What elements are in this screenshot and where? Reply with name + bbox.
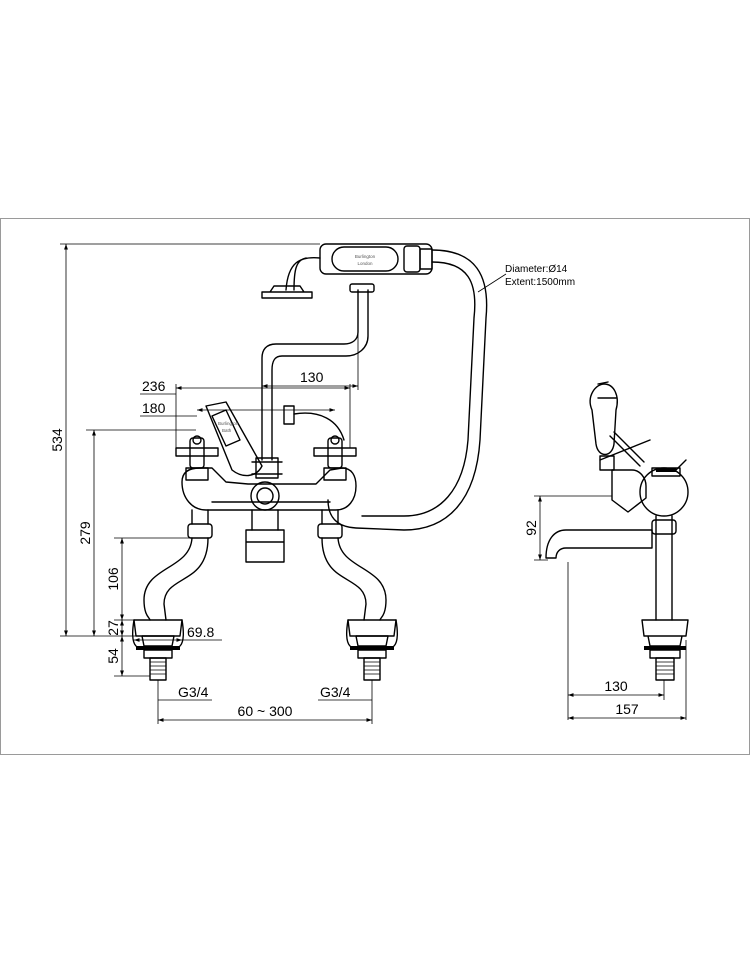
shower-handset: Burlington London [319, 243, 433, 275]
thread-right-label: G3/4 [320, 684, 351, 700]
right-union [317, 523, 343, 539]
thread-left-label: G3/4 [178, 684, 209, 700]
dim-279: 279 [77, 521, 93, 545]
shower-hose-inner [361, 261, 476, 517]
side-body [611, 469, 647, 513]
hose-note: Diameter:Ø14 Extent:1500mm [477, 264, 575, 293]
cradle-clip [349, 283, 375, 293]
side-column [655, 515, 673, 621]
dim-534: 534 [49, 428, 65, 452]
left-crosshead-handle[interactable] [175, 435, 219, 481]
dim-106: 106 [105, 567, 121, 591]
side-crosshead[interactable] [599, 431, 651, 467]
dim-27: 27 [105, 620, 121, 636]
side-lever[interactable] [589, 383, 618, 456]
handset-brand-text: Burlington [355, 254, 376, 259]
hose-outlet [283, 405, 295, 425]
dim-92: 92 [523, 520, 539, 536]
dim-236: 236 [142, 378, 166, 394]
diverter-lever[interactable]: Burlington Bath [205, 401, 263, 477]
dim-130-side: 130 [604, 678, 628, 694]
hose-extent-text: Extent:1500mm [505, 277, 575, 288]
side-spout [545, 529, 653, 559]
handset-support-post [261, 289, 359, 461]
left-union [187, 523, 213, 539]
dim-69-8: 69.8 [187, 624, 214, 640]
right-crosshead-handle[interactable] [313, 435, 357, 481]
left-leg [143, 537, 209, 621]
lever-label-top: Burlington [218, 421, 239, 426]
dim-54: 54 [105, 648, 121, 664]
dim-130-front: 130 [300, 369, 324, 385]
front-view: Burlington London Burlington Bath [49, 243, 488, 724]
right-leg [321, 537, 387, 621]
shower-head [261, 285, 313, 299]
hose-diameter-text: Diameter:Ø14 [505, 264, 568, 275]
diverter-riser [255, 457, 279, 479]
side-view: 92 130 157 [523, 381, 689, 720]
handset-sub-text: London [357, 261, 373, 266]
left-base [131, 619, 185, 681]
dim-157: 157 [615, 701, 639, 717]
bath-spout [245, 529, 285, 563]
handset-support-post-inner [271, 289, 369, 461]
lever-label-bottom: Bath [222, 428, 232, 433]
handset-cradle-arm [285, 256, 321, 291]
dim-180: 180 [142, 400, 166, 416]
right-base [345, 619, 399, 681]
dim-centres: 60 ~ 300 [238, 703, 293, 719]
side-base [641, 619, 689, 647]
